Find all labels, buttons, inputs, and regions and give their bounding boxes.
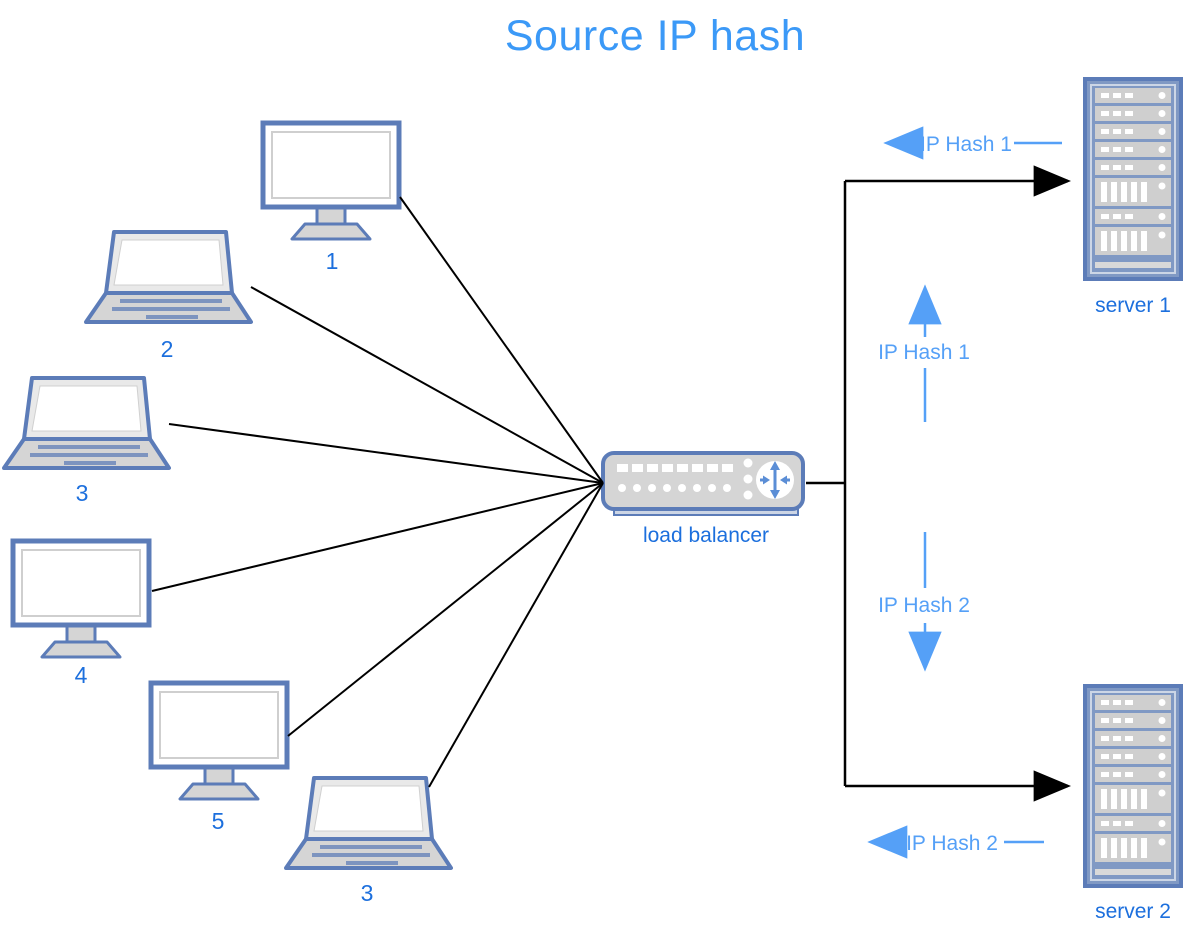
client-5-label: 5	[211, 808, 225, 834]
server-routing-lines	[806, 165, 1072, 802]
server-2-icon	[1082, 683, 1184, 889]
annotation-route-to-server2: IP Hash 2	[878, 594, 970, 617]
server-2-label: server 2	[1095, 900, 1171, 923]
annotation-route-to-server1: IP Hash 1	[878, 341, 970, 364]
client-2-laptop-icon	[84, 230, 253, 326]
client-2-label: 2	[160, 336, 174, 362]
client-1-label: 1	[325, 248, 339, 274]
load-balancer-label: load balancer	[642, 524, 770, 547]
client-4-monitor-icon	[10, 538, 152, 660]
client-3-laptop-icon	[2, 376, 171, 472]
lb-balance-icon	[756, 461, 794, 499]
client-1-monitor-icon	[260, 120, 402, 242]
server-1-label: server 1	[1095, 294, 1171, 317]
server-1-icon	[1082, 76, 1184, 282]
client-4-label: 4	[74, 662, 88, 688]
annotation-server1-response: IP Hash 1	[920, 133, 1012, 156]
client-6-label: 3	[360, 880, 374, 906]
connection-line-client2	[250, 286, 604, 484]
annotation-arrows	[867, 126, 1062, 859]
client-3-label: 3	[75, 480, 89, 506]
client-6-laptop-icon	[284, 776, 453, 872]
annotation-server2-response: IP Hash 2	[906, 832, 998, 855]
connection-line-client5	[287, 482, 604, 737]
page-title: Source IP hash	[504, 12, 806, 60]
load-balancer-icon	[600, 450, 812, 520]
lb-ports	[617, 458, 753, 500]
client-5-monitor-icon	[148, 680, 290, 802]
connection-line-client6	[428, 482, 604, 788]
connection-line-client1	[399, 196, 604, 484]
connection-line-client3	[168, 423, 604, 484]
connection-line-client4	[151, 482, 604, 592]
